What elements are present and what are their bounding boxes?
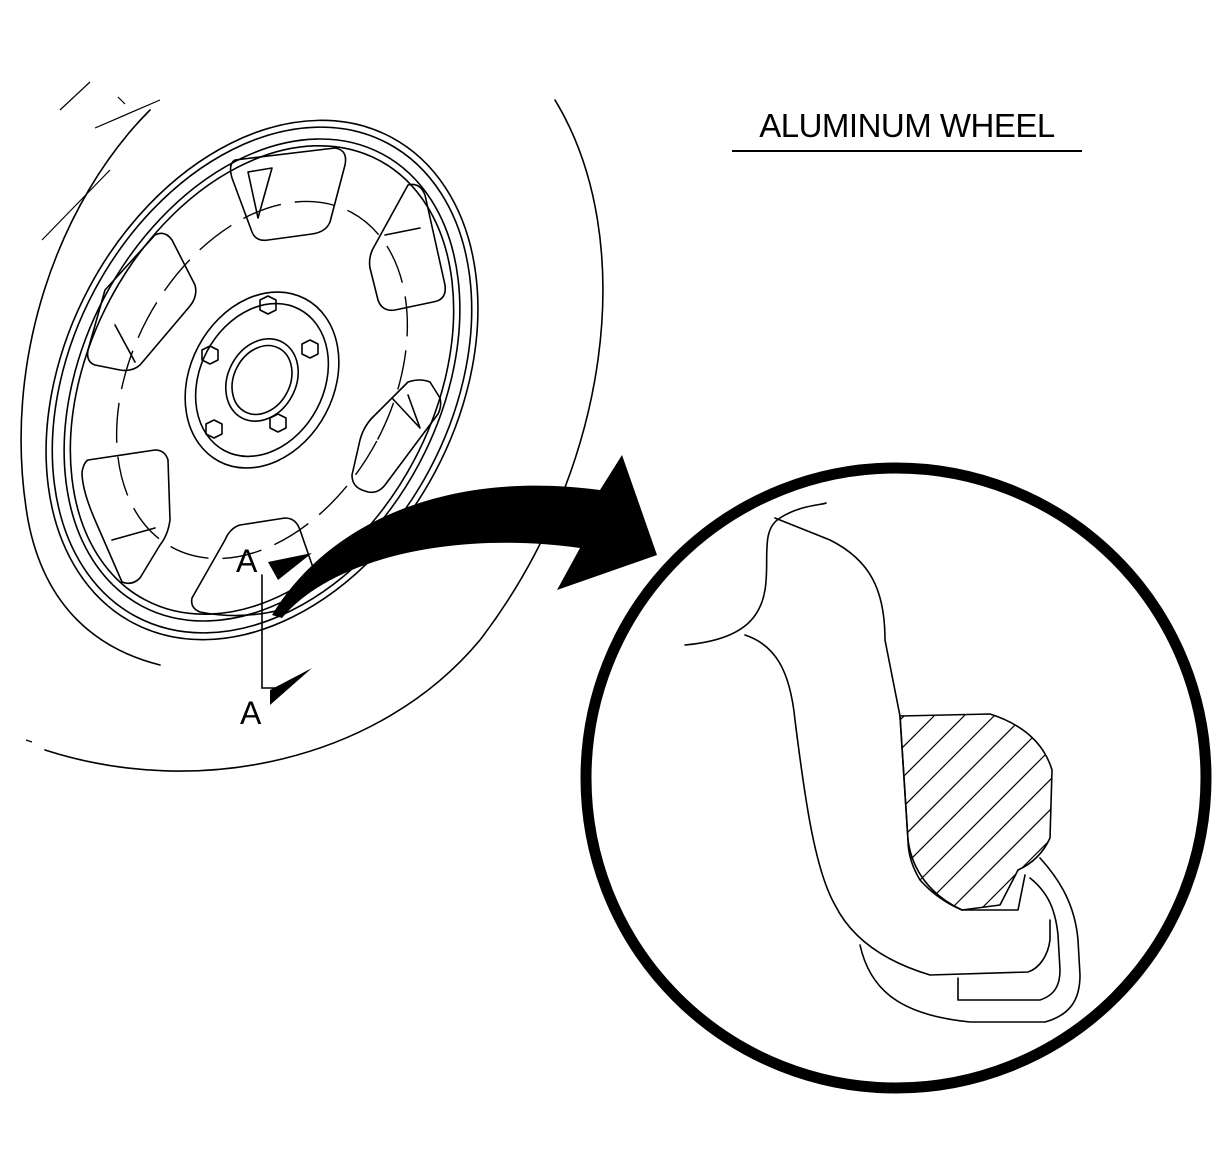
rim-ring-4 [69, 144, 455, 616]
hatched-section [900, 714, 1052, 910]
section-label-top: A [236, 543, 258, 579]
callout-arrow-icon [272, 455, 657, 618]
spoke-window-inner [391, 394, 421, 429]
tire-outer-arc [44, 99, 604, 772]
rim-profile-outer [684, 502, 827, 646]
rim-profile-inner [744, 634, 1051, 976]
spoke-window [368, 183, 447, 312]
rim-ring-3 [63, 138, 461, 622]
spoke-window [351, 379, 442, 494]
section-marker [261, 553, 312, 705]
tire-bead-outline [899, 713, 1053, 911]
rim-profile-lip [957, 877, 1061, 1001]
spoke-window [229, 147, 347, 242]
tire-tread-mark [59, 81, 91, 111]
lug-nut-icon [205, 419, 223, 439]
rim-profile-upper [774, 517, 1026, 911]
rim-profile-flange [859, 857, 1081, 1023]
spoke-window-inner [111, 527, 156, 541]
spoke-windows [81, 147, 447, 617]
rim-group [45, 119, 479, 641]
section-arrow-bottom-icon [270, 668, 312, 705]
lug-nut-icon [269, 413, 287, 433]
hub-outer [184, 291, 340, 469]
rim-ring-2 [51, 126, 473, 634]
tire-tread-mark-4 [117, 96, 126, 105]
spoke-window-inner [114, 324, 136, 363]
lug-nuts [201, 295, 319, 439]
spoke-window-inner [247, 167, 273, 219]
lug-nut-icon [259, 295, 277, 315]
hub-mid [194, 302, 330, 458]
lug-nut-icon [201, 345, 219, 365]
rim-dashed-ring [115, 200, 409, 560]
center-bore-inner [231, 344, 293, 416]
section-arrow-top-icon [268, 553, 312, 580]
tire-sidewall-left [20, 109, 161, 666]
detail-circle [580, 462, 1212, 1094]
spoke-window [190, 517, 319, 617]
spoke-window [86, 232, 197, 372]
spoke-window [81, 449, 171, 585]
tire-tread-mark-2 [94, 99, 161, 129]
spoke-window-inner [384, 227, 421, 236]
center-bore-outer [225, 338, 299, 422]
tire-tread-mark-3 [41, 169, 111, 241]
lug-nut-icon [301, 339, 319, 359]
rim-outer-ring [45, 119, 479, 641]
section-label-bottom: A [240, 695, 262, 731]
diagram-title: ALUMINUM WHEEL [732, 106, 1082, 152]
tire-tread-mark-5 [25, 739, 33, 743]
